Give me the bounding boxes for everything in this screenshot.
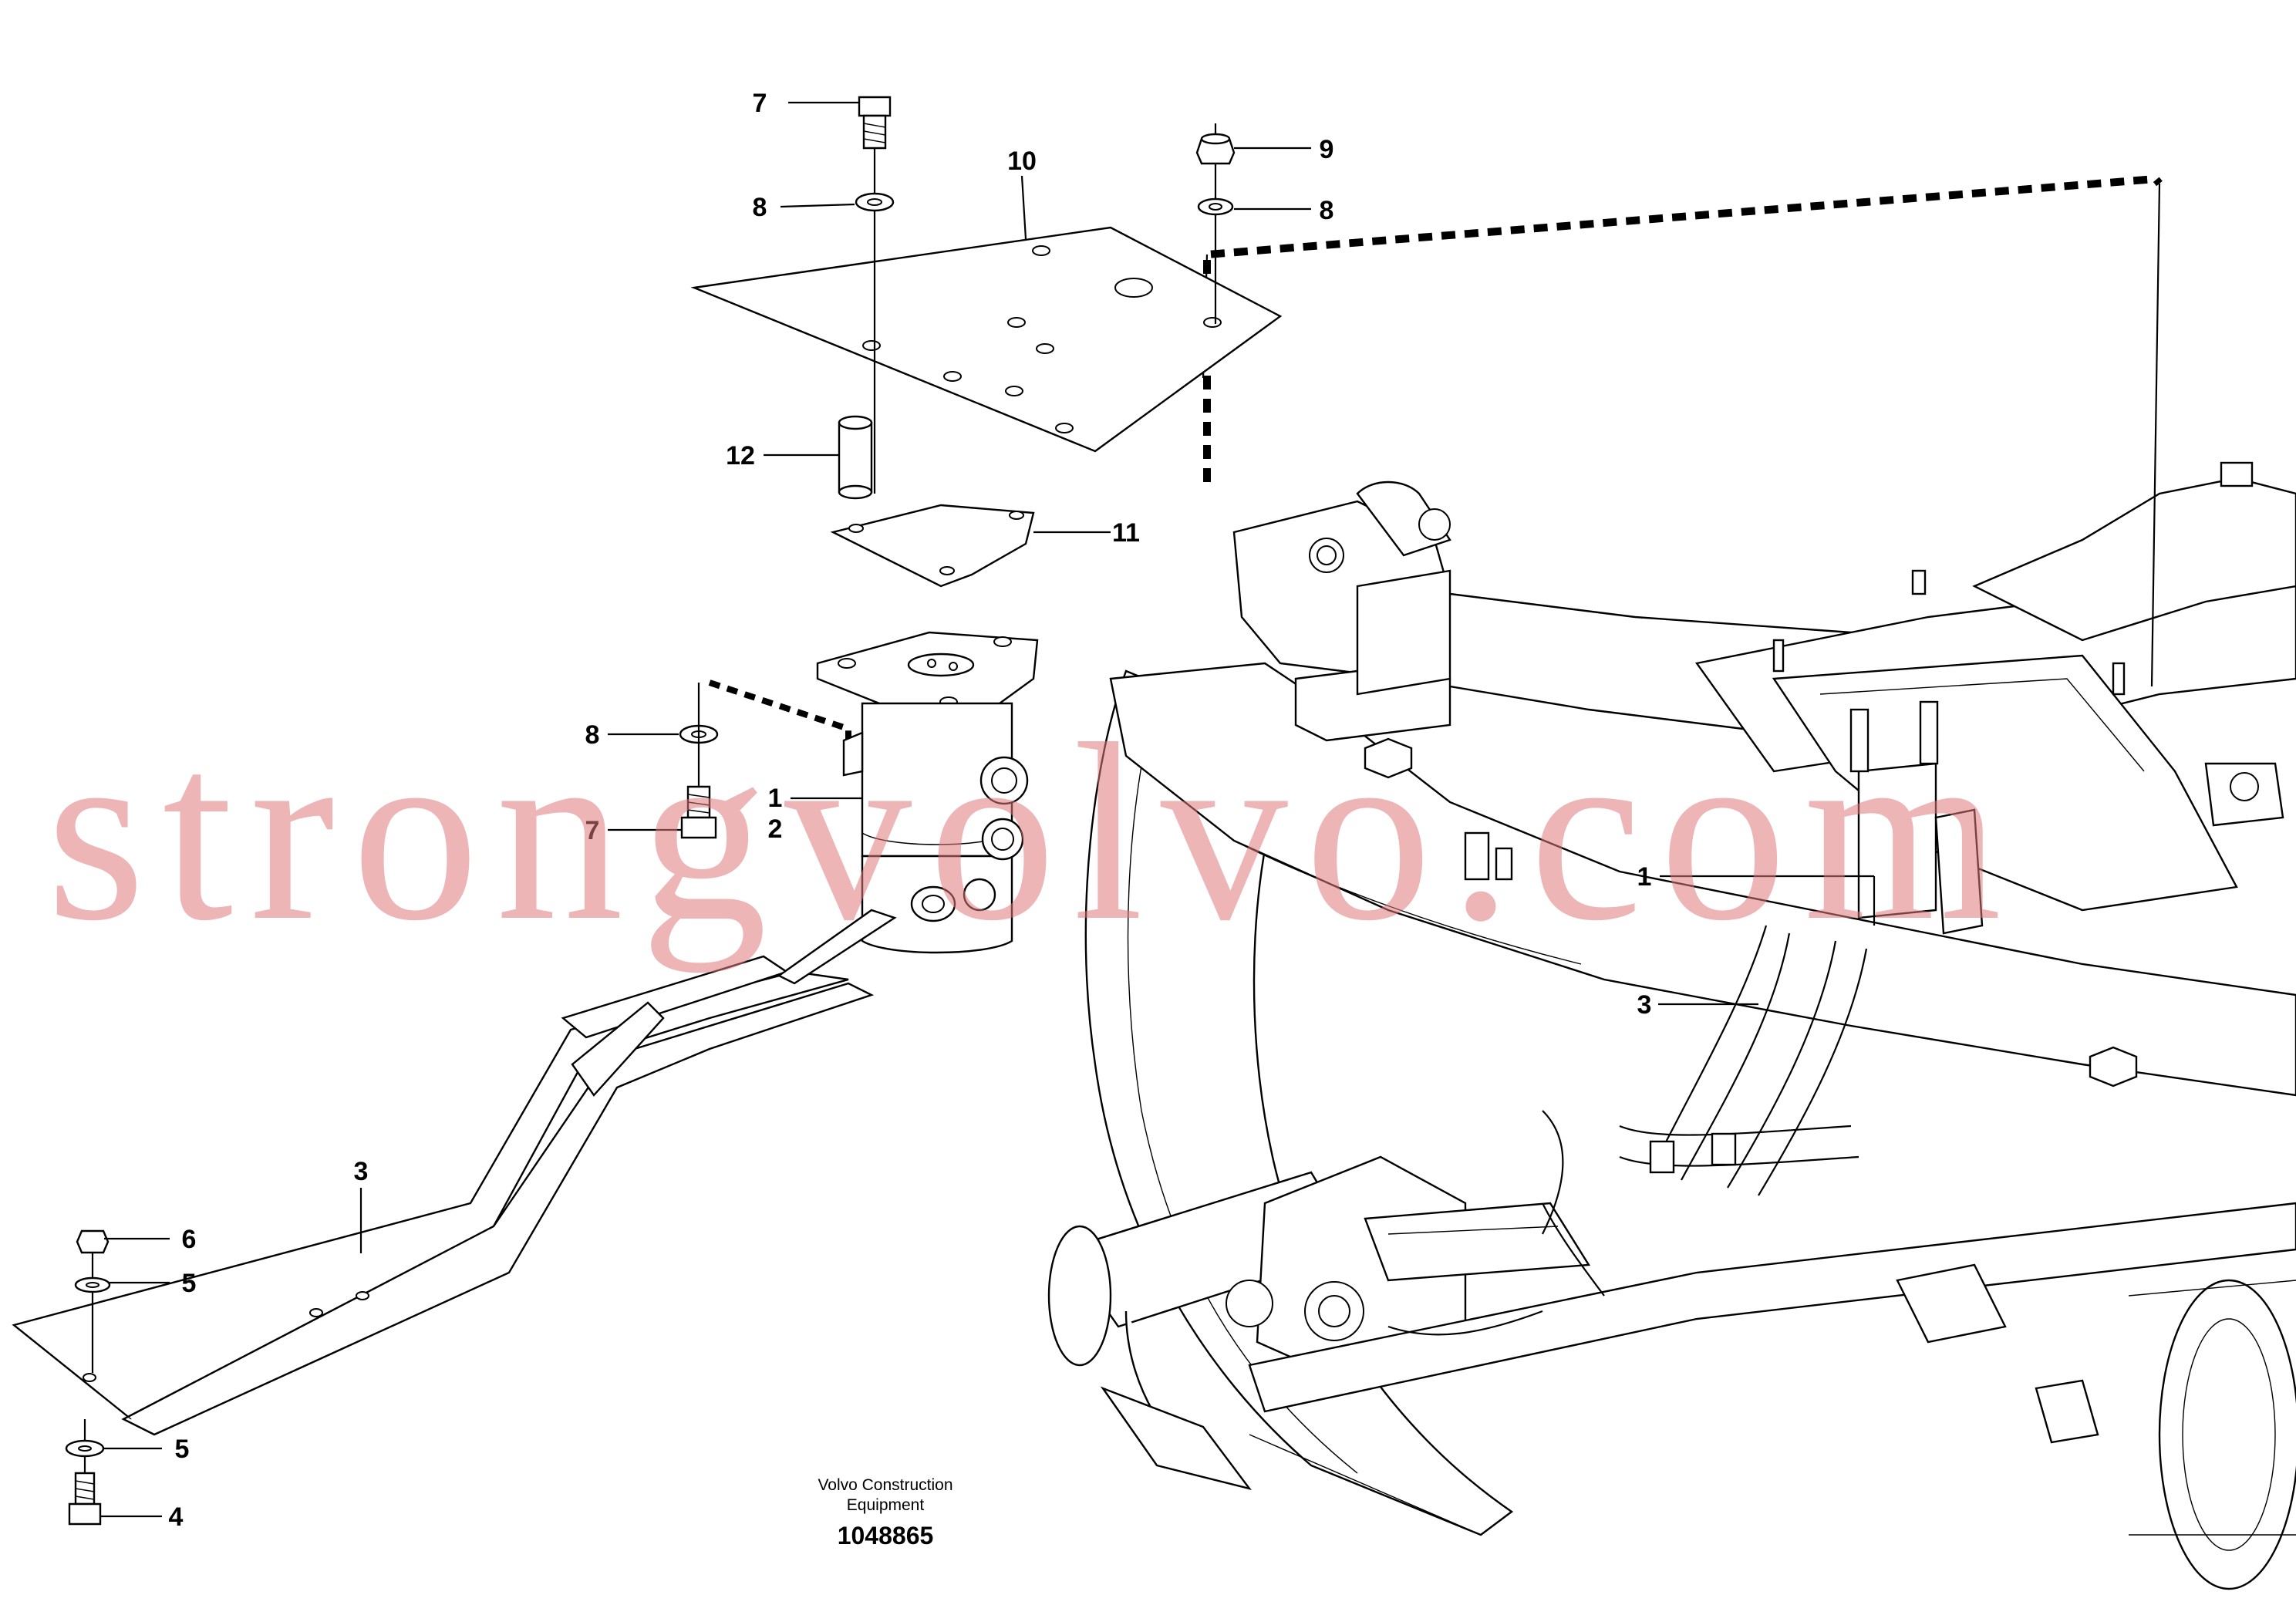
callout-5-upper: 5: [182, 1269, 197, 1298]
hose-bracket: [12, 909, 897, 1436]
watermark-text: strongvolvo.com: [46, 692, 2018, 973]
callout-5-lower: 5: [175, 1435, 190, 1464]
washer-top-right: [1197, 197, 1234, 216]
reference-line-frame-stud: [2150, 183, 2161, 687]
callout-10: 10: [1007, 147, 1037, 176]
callout-3-bracket: 3: [354, 1157, 369, 1186]
manufacturer-name: Volvo Construction: [818, 1476, 952, 1494]
callout-1-frame: 1: [1637, 862, 1652, 892]
washer-bracket-lower: [65, 1439, 105, 1458]
bolt-top: [858, 96, 892, 150]
callout-3-frame: 3: [1637, 990, 1652, 1020]
callout-4: 4: [169, 1502, 184, 1532]
callout-11: 11: [1112, 518, 1140, 548]
machine-frame: [1047, 461, 2296, 1590]
leader-lines: [100, 101, 1876, 1518]
manufacturer-subline: Equipment: [847, 1496, 925, 1514]
callout-8-left: 8: [585, 720, 600, 750]
nut-bracket: [76, 1229, 110, 1254]
callout-8-right: 8: [1320, 196, 1334, 225]
callout-1-swivel: 1: [768, 784, 783, 813]
washer-top-left: [855, 192, 895, 212]
mounting-plate: [690, 226, 1283, 453]
callout-9: 9: [1320, 135, 1334, 164]
diagram-caption: Volvo Construction Equipment 1048865: [818, 1476, 952, 1549]
bolt-bracket: [68, 1472, 102, 1526]
bolt-left: [680, 683, 717, 839]
reference-dashed-line-plate: [1203, 174, 2163, 482]
callout-2: 2: [768, 814, 783, 844]
callout-7-left: 7: [585, 816, 600, 845]
callout-labels: 7 8 10 9 8 12 11 8 1 2 7 3 6 5 5 4 1 3: [169, 89, 1652, 1532]
callout-7-top: 7: [753, 89, 767, 118]
callout-6: 6: [182, 1225, 197, 1254]
washer-bracket-upper: [74, 1276, 111, 1293]
gasket-plate: [830, 504, 1035, 588]
document-number: 1048865: [838, 1522, 934, 1549]
rotary-swivel: [816, 631, 1039, 954]
callout-12: 12: [726, 441, 755, 470]
nut-top-right: [1195, 123, 1236, 324]
spacer-sleeve: [838, 415, 873, 500]
callout-8-top: 8: [753, 193, 767, 222]
